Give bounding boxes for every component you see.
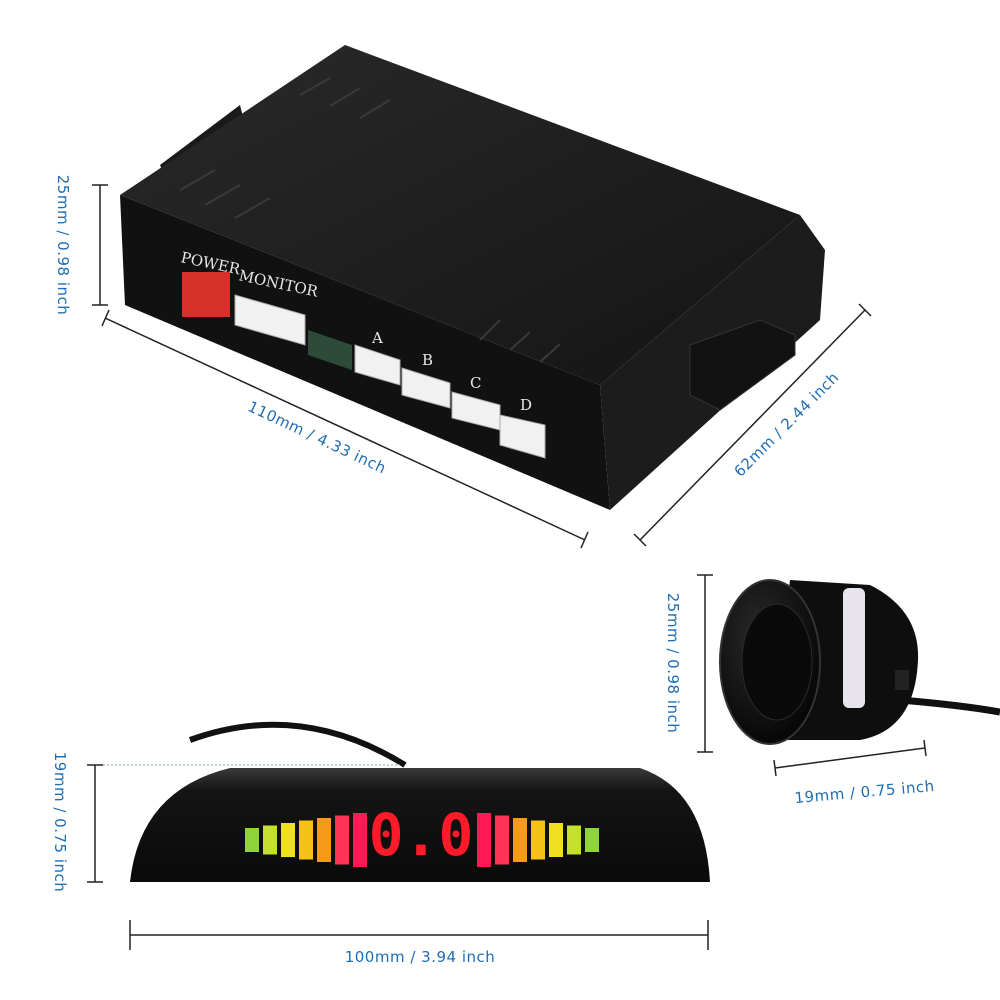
sensor-cable	[899, 696, 1000, 716]
port-b	[401, 367, 451, 409]
sensor-height-dimension: 25mm / 0.98 inch	[664, 574, 713, 753]
circuit-board	[308, 330, 352, 370]
svg-text:110mm / 4.33 inch: 110mm / 4.33 inch	[245, 397, 389, 477]
svg-text:25mm / 0.98 inch: 25mm / 0.98 inch	[664, 593, 682, 734]
left-bar-graph	[245, 813, 367, 867]
left-bar-2	[263, 825, 277, 855]
right-bar-7	[477, 813, 491, 867]
box-height-dimension: 25mm / 0.98 inch	[54, 175, 108, 316]
right-bar-6	[495, 815, 509, 865]
parking-sensor	[719, 579, 1000, 745]
power-port	[182, 272, 230, 317]
led-display: 0.0	[130, 721, 710, 882]
left-bar-1	[245, 828, 259, 852]
display-cable	[188, 721, 407, 768]
display-height-dimension: 19mm / 0.75 inch	[51, 752, 400, 893]
distance-reading: 0.0	[369, 801, 474, 869]
port-b-label: B	[422, 351, 433, 369]
svg-text:19mm / 0.75 inch: 19mm / 0.75 inch	[794, 777, 936, 807]
sensor-width-dimension: 19mm / 0.75 inch	[773, 739, 936, 807]
port-d-label: D	[520, 396, 532, 414]
right-bar-3	[549, 823, 563, 857]
port-c-label: C	[470, 374, 481, 392]
monitor-port	[234, 294, 306, 346]
right-bar-2	[567, 825, 581, 855]
left-bar-4	[299, 820, 313, 860]
right-bar-1	[585, 828, 599, 852]
left-bar-7	[353, 813, 367, 867]
right-bar-5	[513, 818, 527, 862]
display-length-dimension: 100mm / 3.94 inch	[129, 920, 709, 966]
port-a	[354, 344, 401, 386]
right-bar-graph	[477, 813, 599, 867]
svg-text:19mm / 0.75 inch: 19mm / 0.75 inch	[51, 752, 69, 893]
control-box: POWER MONITOR A B C D	[120, 45, 825, 510]
right-bar-4	[531, 820, 545, 860]
left-bar-6	[335, 815, 349, 865]
port-a-label: A	[371, 329, 383, 347]
svg-text:100mm / 3.94 inch: 100mm / 3.94 inch	[345, 948, 496, 966]
left-bar-5	[317, 818, 331, 862]
svg-text:25mm / 0.98 inch: 25mm / 0.98 inch	[54, 175, 72, 316]
left-bar-3	[281, 823, 295, 857]
port-d	[499, 414, 546, 459]
